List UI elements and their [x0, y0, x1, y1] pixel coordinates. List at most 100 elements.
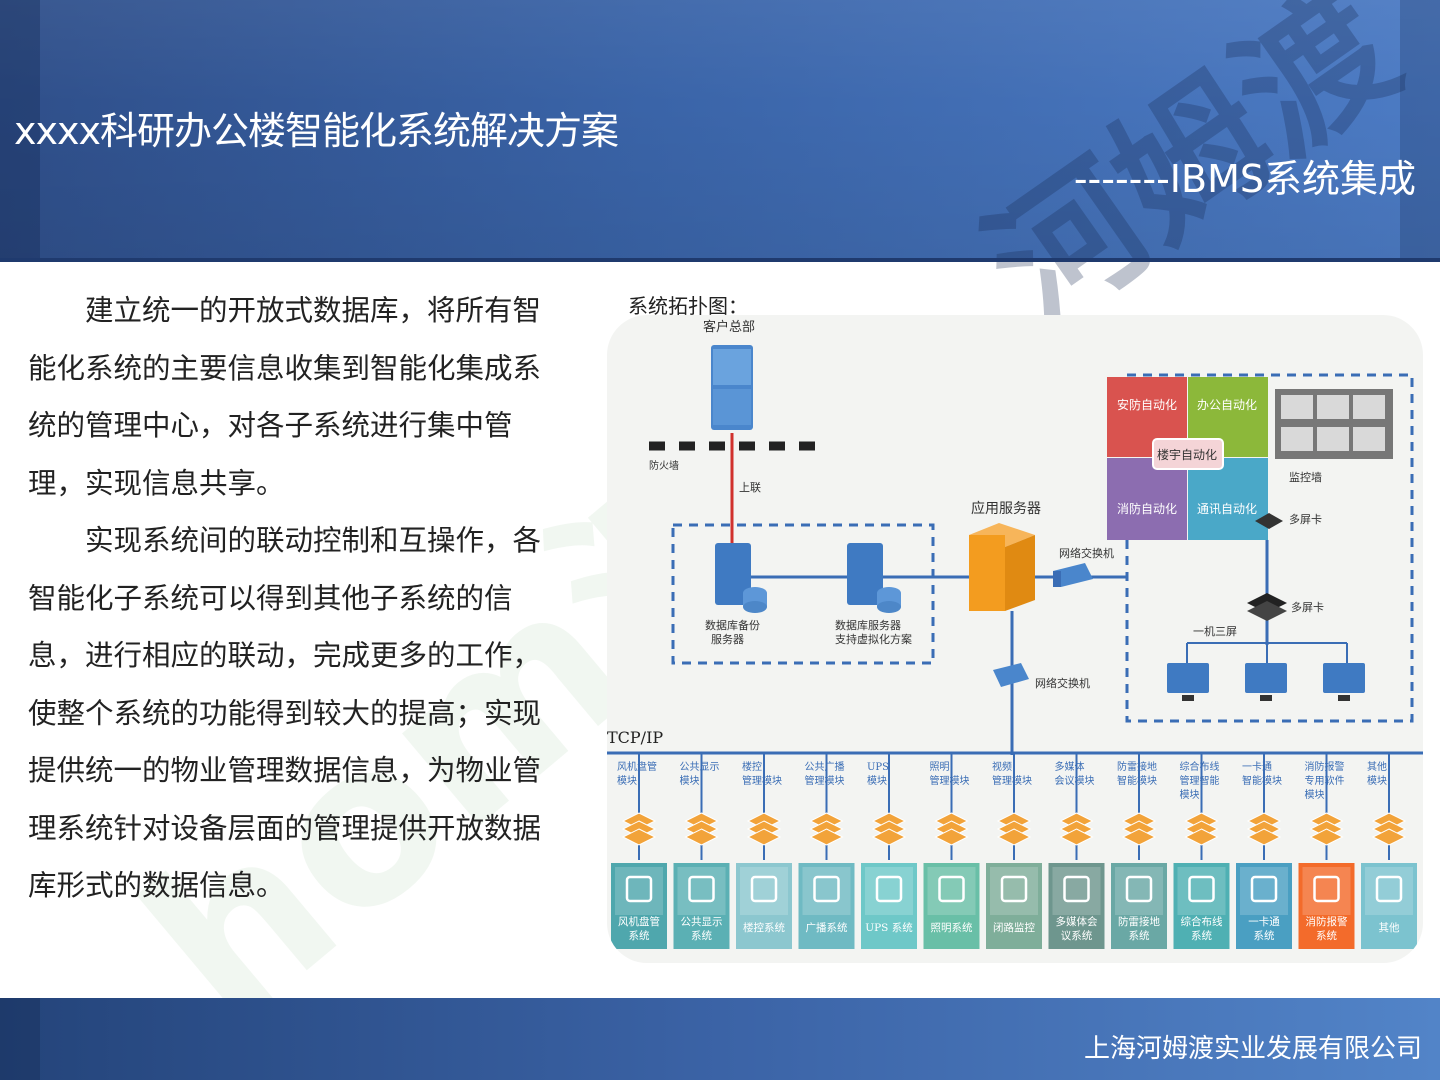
tile-label: 风机盘管 — [618, 915, 660, 928]
multiscreen-1-label: 多屏卡 — [1289, 512, 1322, 526]
module-label: 综合布线 — [1180, 760, 1220, 773]
module-label: 模块 — [617, 775, 637, 787]
slide-title: xxxx科研办公楼智能化系统解决方案 — [14, 109, 619, 153]
dots-icon — [1375, 875, 1403, 903]
module-label: UPS — [867, 762, 889, 773]
db-backup-label-1: 数据库备份 — [705, 618, 760, 632]
tile-label: 系统 — [1316, 929, 1338, 942]
quad-comm — [1188, 458, 1268, 540]
module-label: 模块 — [1367, 775, 1387, 787]
module-stack-icon — [871, 812, 907, 846]
customer-hq-label: 客户总部 — [703, 319, 755, 335]
module-label: 多媒体 — [1055, 760, 1085, 773]
module-label: 照明 — [930, 761, 950, 773]
header-divider — [0, 258, 1440, 262]
module-label: 专用软件 — [1305, 774, 1345, 787]
diagram-label: 系统拓扑图： — [628, 294, 748, 318]
module-label: 视频 — [992, 760, 1012, 773]
network-switch-2-icon — [993, 663, 1029, 687]
module-stack-icon — [934, 812, 969, 846]
module-stack-icon — [1121, 812, 1157, 846]
bulb-icon — [938, 875, 965, 903]
module-label: 模块 — [1180, 789, 1200, 801]
module-label: 防雷接地 — [1117, 760, 1157, 773]
network-switch-1-label: 网络交换机 — [1059, 546, 1114, 560]
db-backup-label-2: 服务器 — [711, 633, 744, 646]
tile-label: 议系统 — [1061, 929, 1093, 942]
megaphone-icon — [813, 875, 840, 903]
firewall-label: 防火墙 — [649, 459, 679, 472]
module-label: 公共显示 — [680, 761, 720, 773]
network-switch-2-label: 网络交换机 — [1035, 676, 1090, 690]
module-stack-icon — [809, 812, 844, 846]
slide-header: 河姆渡 xxxx科研办公楼智能化系统解决方案 -------IBMS系统集成 — [0, 0, 1440, 360]
tile-label: 多媒体会 — [1056, 915, 1098, 928]
module-label: 管理模块 — [930, 774, 970, 787]
customer-hq-server-icon — [711, 345, 753, 430]
header-gloss — [0, 0, 1440, 260]
tile-label: 系统 — [629, 929, 650, 942]
module-label: 智能模块 — [1117, 774, 1157, 787]
module-label: 一卡通 — [1242, 760, 1272, 773]
db-server-icon — [847, 543, 901, 613]
module-label: 管理模块 — [742, 774, 782, 787]
tile-label: 照明系统 — [931, 921, 973, 934]
cube-icon — [625, 875, 653, 903]
module-label: 会议模块 — [1055, 774, 1095, 787]
topology-svg: 客户总部 防火墙 上联 数据库备份 服务器 数据库服务器 支持虚拟化方案 — [607, 319, 1423, 949]
paragraph-2: 实现系统间的联动控制和互操作，各智能化子系统可以得到其他子系统的信息，进行相应的… — [28, 524, 542, 902]
quad-security-label: 安防自动化 — [1117, 397, 1177, 412]
module-label: 管理模块 — [992, 774, 1032, 787]
module-label: 智能模块 — [1242, 774, 1282, 787]
monitor-2-icon — [1245, 663, 1287, 693]
module-stack-icon — [1059, 812, 1094, 846]
multiscreen-card-1-icon — [1255, 513, 1283, 529]
module-stack-icon — [996, 812, 1032, 846]
module-stack-icon — [1309, 812, 1344, 846]
quad-fire — [1107, 458, 1187, 540]
quad-office-label: 办公自动化 — [1197, 397, 1257, 412]
tile-label: 防雷接地 — [1118, 915, 1160, 928]
module-stack-icon — [684, 812, 719, 846]
network-switch-1-icon — [1053, 563, 1093, 587]
id-card-icon — [1250, 875, 1278, 903]
system-tile-3: 楼控系统 — [736, 863, 792, 949]
tile-label: 一卡通 — [1248, 915, 1280, 928]
db-cluster-frame — [671, 523, 935, 665]
building-icon — [750, 875, 778, 903]
module-label: 楼控 — [742, 760, 762, 773]
footer-left-band — [0, 998, 40, 1080]
db-server-label-1: 数据库服务器 — [835, 618, 901, 632]
monitor-1-icon — [1167, 663, 1209, 693]
db-server-label-2: 支持虚拟化方案 — [835, 632, 912, 646]
quad-comm-label: 通讯自动化 — [1197, 502, 1257, 516]
one-three-label: 一机三屏 — [1193, 624, 1237, 638]
system-tile-5: UPS 系统 — [861, 863, 917, 949]
tile-label: 广播系统 — [806, 921, 848, 934]
footer-company: 上海河姆渡实业发展有限公司 — [1083, 1034, 1422, 1064]
tile-label: UPS 系统 — [865, 921, 913, 934]
monitor-frame — [1125, 373, 1414, 723]
slide-footer: 上海河姆渡实业发展有限公司 — [0, 998, 1440, 1080]
module-stack-icon — [621, 812, 657, 846]
tcpip-label: TCP/IP — [607, 728, 663, 747]
cloud-lightning-icon — [1125, 875, 1153, 903]
module-stack-icon — [1184, 812, 1219, 846]
uplink-label: 上联 — [739, 481, 761, 494]
module-stack-icon — [746, 812, 782, 846]
monitor-screens — [1167, 663, 1365, 701]
quad-center-label: 楼宇自动化 — [1157, 447, 1217, 462]
tile-label: 系统 — [1129, 929, 1151, 942]
